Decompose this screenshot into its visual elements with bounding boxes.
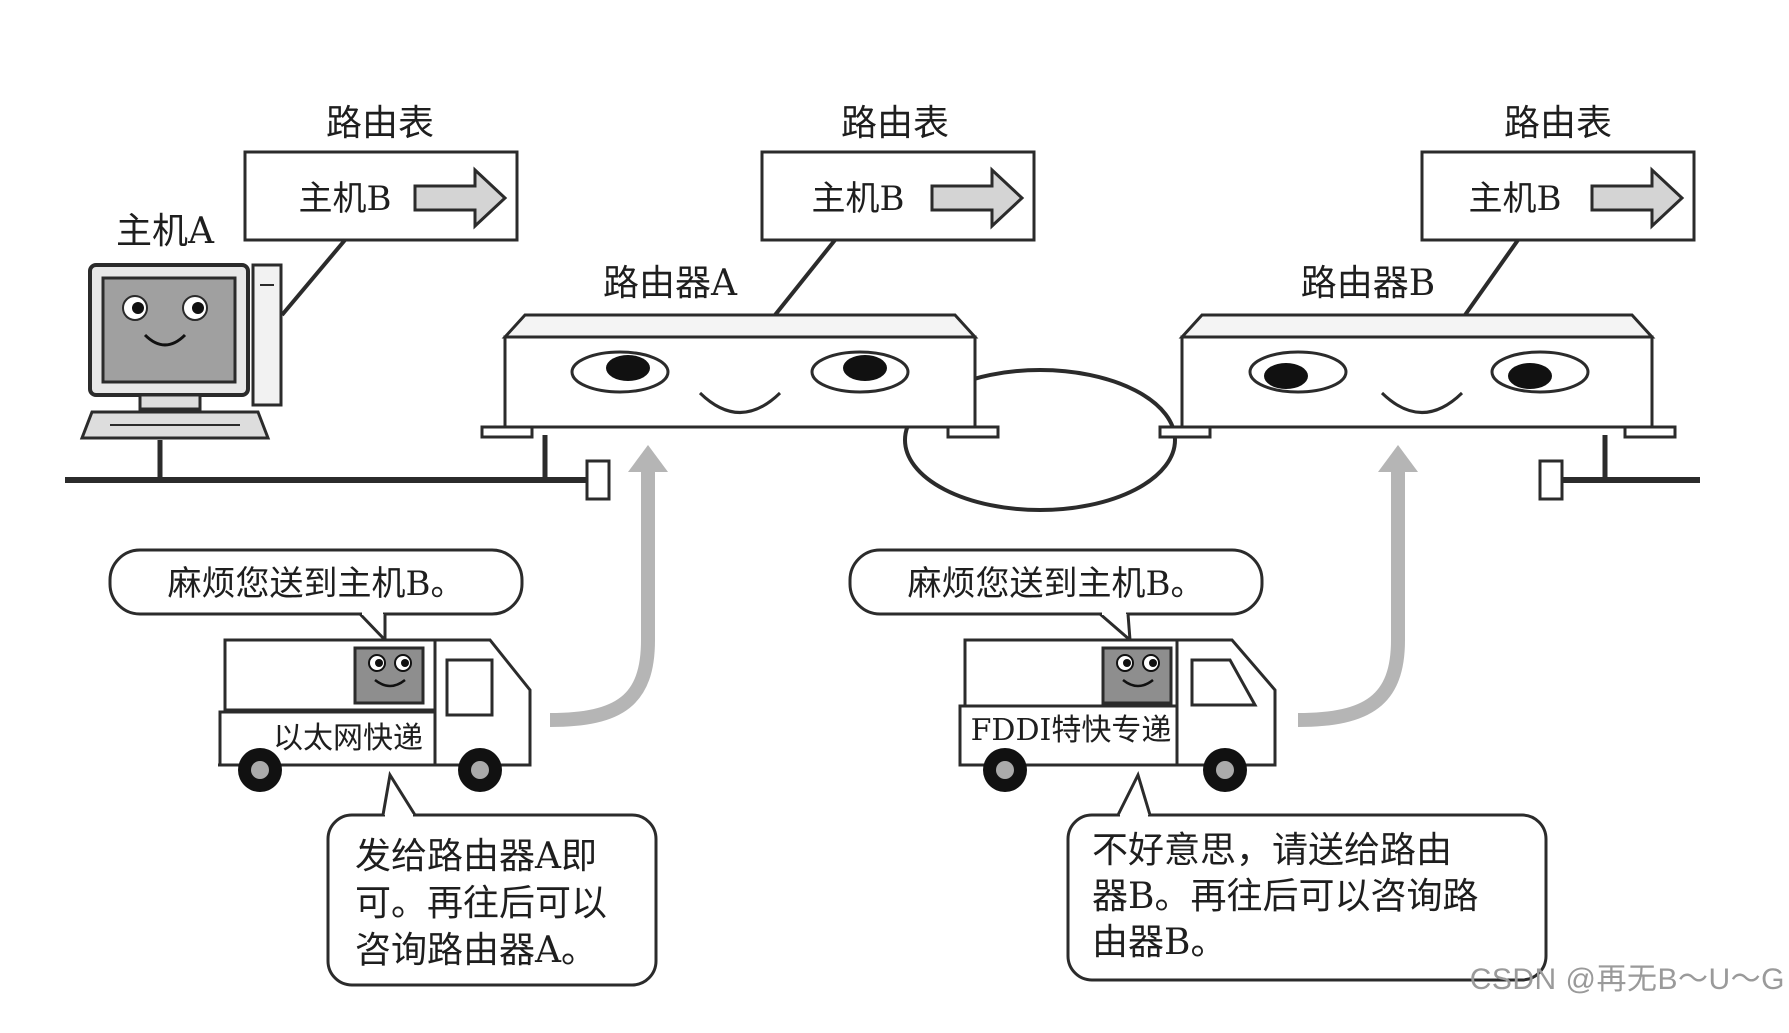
routing-table-label: 路由表 [1504, 103, 1612, 144]
truck-ethernet: 以太网快递 [218, 638, 532, 792]
router-a: 路由器A [480, 263, 1000, 439]
host-a-label: 主机A [116, 211, 215, 252]
bubble-text-line-2: 器B。再往后可以咨询路 [1092, 876, 1478, 917]
routing-entry: 主机B [299, 179, 392, 219]
truck-label: 以太网快递 [273, 721, 423, 756]
bubble-text: 麻烦您送到主机B。 [168, 564, 465, 604]
routing-table-label: 路由表 [841, 103, 949, 144]
curved-arrow-icon [1297, 470, 1405, 727]
truck-fddi: FDDI特快专递 [958, 638, 1277, 792]
network-lines [65, 368, 1700, 512]
router-a-label: 路由器A [603, 263, 738, 304]
bubble-text-line-2: 可。再往后可以 [355, 883, 607, 924]
arrow-head-icon [628, 445, 668, 472]
bubble-text-line-3: 咨询路由器A。 [355, 930, 597, 971]
bubble-text-line-1: 不好意思，请送给路由 [1092, 830, 1452, 871]
bubble-text-line-1: 发给路由器A即 [355, 836, 597, 877]
speech-bubble-right-top: 麻烦您送到主机B。 [848, 548, 1264, 644]
curved-arrows [549, 445, 1418, 727]
routing-table-label: 路由表 [326, 103, 434, 144]
arrow-head-icon [1378, 445, 1418, 472]
routing-entry: 主机B [812, 179, 905, 219]
router-b-label: 路由器B [1301, 263, 1435, 304]
truck-label: FDDI特快专递 [971, 713, 1172, 748]
routing-entry: 主机B [1469, 179, 1562, 219]
fddi-ring [903, 368, 1177, 512]
speech-bubble-left-top: 麻烦您送到主机B。 [108, 548, 524, 644]
curved-arrow-icon [549, 470, 655, 727]
bubble-text: 麻烦您送到主机B。 [908, 564, 1205, 604]
host-a-computer: 主机A [79, 211, 283, 440]
speech-bubble-right-bottom: 不好意思，请送给路由 器B。再往后可以咨询路 由器B。 [1066, 770, 1548, 982]
router-b: 路由器B [1158, 263, 1677, 439]
routing-table-router-a: 路由表 主机B [760, 103, 1036, 317]
routing-table-host-a: 路由表 主机B [243, 103, 519, 317]
speech-bubble-left-bottom: 发给路由器A即 可。再往后可以 咨询路由器A。 [326, 770, 658, 987]
bubble-text-line-3: 由器B。 [1092, 922, 1226, 963]
watermark: CSDN @再无B～U～G [1469, 963, 1785, 996]
routing-table-router-b: 路由表 主机B [1420, 103, 1696, 317]
